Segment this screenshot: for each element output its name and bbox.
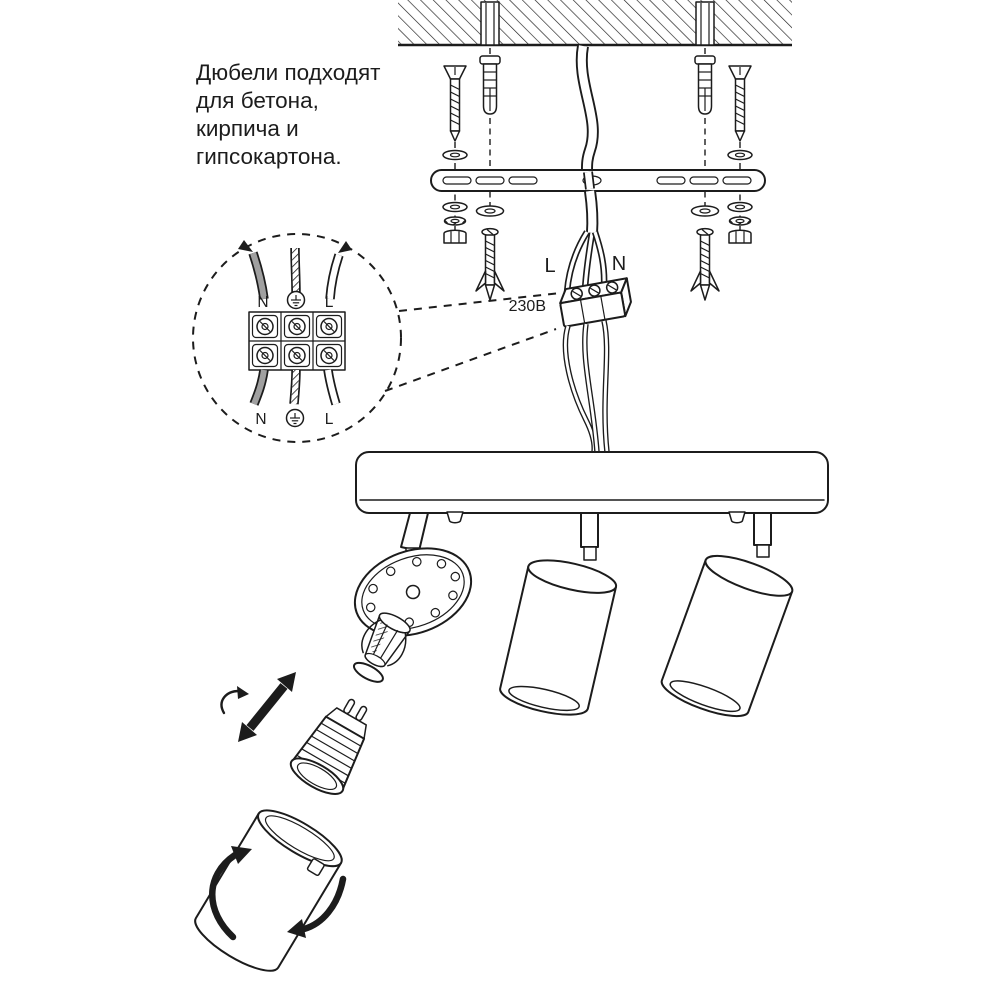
nut-right: [728, 229, 752, 244]
inset-circle: [192, 233, 402, 443]
socket-ring: [352, 661, 384, 683]
note-line-1: Дюбели подходят: [196, 60, 380, 85]
inset-live-top: L: [325, 294, 334, 311]
inset-wire-neutral-bottom: [249, 369, 269, 406]
earth-icon: [286, 290, 306, 310]
mains-cable-upper: [575, 44, 599, 171]
mounting-plate: [353, 547, 473, 637]
live-label: L: [544, 255, 555, 277]
mains-cable-lower: [583, 171, 599, 234]
insert-arrow-left: [238, 240, 253, 252]
spotlight-center: [499, 559, 618, 716]
inset-leader-top: [398, 292, 561, 312]
washer-bottom-left: [442, 201, 468, 213]
washer-inner-right: [690, 205, 720, 217]
mounting-bracket: [430, 169, 766, 192]
inset-wire-neutral-top: [248, 251, 269, 300]
plate-screw-left: [446, 511, 464, 524]
inset-neutral-top: N: [257, 294, 268, 311]
inset-wire-earth-top: [290, 247, 301, 293]
adjust-arrow: [238, 672, 296, 742]
drill-hole-right: [695, 1, 715, 46]
inset-live-bottom: L: [325, 411, 334, 428]
washer-bottom-right: [727, 201, 753, 213]
mounting-screw-left: [443, 65, 467, 142]
lamp-socket: [352, 612, 411, 683]
inset-leader-bottom: [384, 328, 557, 392]
wall-plug-left: [479, 55, 501, 115]
voltage-label: 230В: [509, 298, 546, 315]
note-text: Дюбели подходят для бетона, кирпича и ги…: [196, 60, 380, 169]
insert-arrow-right: [338, 241, 352, 253]
pivot-right: [756, 544, 770, 558]
anchor-screw-right: [690, 227, 720, 301]
note-line-3: кирпича и: [196, 116, 299, 141]
washer-top-left: [442, 149, 468, 161]
ceiling: [398, 0, 792, 47]
shade-notch: [306, 858, 325, 877]
inset-wire-earth-bottom: [289, 369, 301, 405]
stem-center: [580, 512, 599, 548]
inset-wire-live-top: [325, 253, 344, 300]
rotate-arrow-small: [220, 686, 249, 715]
ceiling-plate: [355, 451, 829, 514]
spring-washer-left: [443, 216, 467, 226]
earth-icon: [285, 408, 305, 428]
gu10-bulb: [289, 698, 368, 795]
wiring-detail-inset: N L: [192, 233, 402, 443]
washer-inner-left: [475, 205, 505, 217]
inset-wire-live-bottom: [323, 369, 341, 406]
fixture-wires: [562, 320, 610, 453]
plate-screw-right: [728, 511, 746, 524]
rotate-arrow-left: [209, 846, 252, 941]
spotlight-right: [660, 554, 794, 718]
stem-left: [400, 512, 429, 552]
wall-plug-right: [694, 55, 716, 115]
drill-hole-left: [480, 1, 500, 46]
note-line-2: для бетона,: [196, 88, 319, 113]
neutral-label: N: [612, 253, 626, 275]
stem-right: [753, 512, 772, 546]
anchor-screw-left: [475, 227, 505, 301]
washer-top-right: [727, 149, 753, 161]
nut-left: [443, 229, 467, 244]
inset-neutral-bottom: N: [255, 411, 266, 428]
spring-washer-right: [728, 216, 752, 226]
mounting-screw-right: [728, 65, 752, 142]
pivot-center: [583, 546, 597, 561]
terminal-block-main: [559, 277, 632, 328]
note-line-4: гипсокартона.: [196, 144, 342, 169]
inset-terminal-block: [248, 311, 346, 371]
rotate-arrow-bottom: [287, 875, 347, 938]
